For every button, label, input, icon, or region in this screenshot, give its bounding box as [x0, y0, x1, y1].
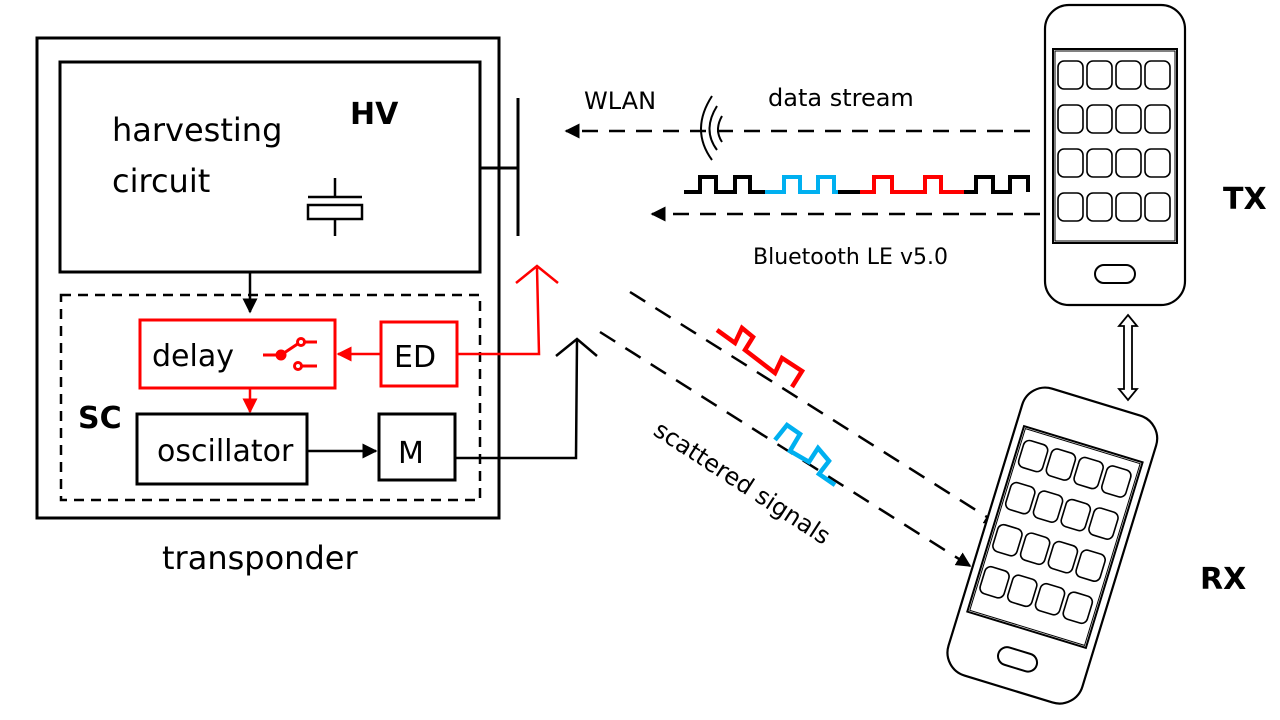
app-icon [1047, 540, 1079, 574]
app-icon [1115, 60, 1142, 90]
app-icon [1086, 60, 1113, 90]
app-icon [1004, 481, 1036, 515]
app-icon [1144, 192, 1171, 222]
scattered-signals-label: scattered signals [649, 416, 836, 551]
double-arrow-icon [1117, 313, 1139, 402]
app-icon [1086, 192, 1113, 222]
modulator-label: M [398, 436, 424, 471]
app-icon [1086, 104, 1113, 134]
switch-icon [263, 337, 317, 371]
app-icon [1073, 456, 1104, 490]
app-icon [1057, 192, 1084, 222]
bluetooth-label: Bluetooth LE v5.0 [753, 245, 948, 270]
app-icon [1057, 148, 1084, 178]
ed-label: ED [394, 340, 436, 375]
ble-wave-segment-3 [858, 175, 964, 194]
transponder-outline [35, 36, 501, 520]
modulator-block [377, 412, 457, 482]
app-icon [1086, 148, 1113, 178]
data-stream-label: data stream [768, 84, 914, 112]
hv-tag: HV [350, 97, 399, 132]
app-icon [1075, 549, 1106, 583]
delay-block [138, 318, 337, 390]
rx-smartphone-icon [940, 380, 1165, 711]
delay-label: delay [152, 339, 234, 374]
app-icon [1032, 490, 1064, 523]
ed-antenna-icon [457, 264, 559, 356]
app-icon [1045, 448, 1077, 481]
wlan-label: WLAN [584, 87, 656, 115]
app-icon [1060, 498, 1092, 532]
ble-wave-segment-2 [765, 175, 838, 194]
scattered-link-arrow-2 [599, 330, 972, 568]
app-icon [1144, 60, 1171, 90]
app-icon [1100, 465, 1132, 498]
receive-antenna-icon [480, 98, 520, 236]
sc-tag: SC [78, 401, 122, 436]
rx-label: RX [1200, 562, 1246, 597]
ble-wave-segment-1 [684, 175, 765, 194]
transponder-label: transponder [162, 539, 358, 577]
wireless-waves-icon [700, 95, 723, 161]
app-icon [1057, 104, 1084, 134]
app-icon [1144, 148, 1171, 178]
app-icon [1115, 148, 1142, 178]
tx-app-grid [1057, 60, 1171, 222]
rx-app-grid [979, 439, 1132, 625]
app-icon [1088, 507, 1119, 540]
tx-label: TX [1223, 182, 1267, 217]
app-icon [1115, 104, 1142, 134]
scattered-wave-red [715, 324, 806, 389]
app-icon [1006, 574, 1038, 608]
app-icon [1057, 60, 1084, 90]
app-icon [1115, 192, 1142, 222]
app-icon [1144, 104, 1171, 134]
app-icon [1017, 439, 1049, 473]
app-icon [1034, 582, 1066, 616]
app-icon [979, 565, 1010, 599]
app-icon [992, 523, 1023, 557]
modulator-antenna-icon [455, 337, 598, 460]
scattered-link-arrow-1 [629, 290, 1000, 526]
ble-signal-waveform [684, 175, 1030, 194]
switch-controller-box [59, 293, 482, 502]
harvesting-label-line2: circuit [112, 162, 210, 200]
scattered-wave-blue [773, 421, 837, 487]
ble-wave-segment-5 [964, 175, 1030, 194]
harvesting-label-line1: harvesting [112, 111, 282, 149]
oscillator-block [135, 412, 309, 486]
tx-smartphone-icon [1043, 3, 1187, 307]
app-icon [1062, 591, 1094, 625]
app-icon [1019, 532, 1051, 566]
capacitor-icon [306, 178, 364, 236]
oscillator-label: oscillator [157, 434, 294, 469]
